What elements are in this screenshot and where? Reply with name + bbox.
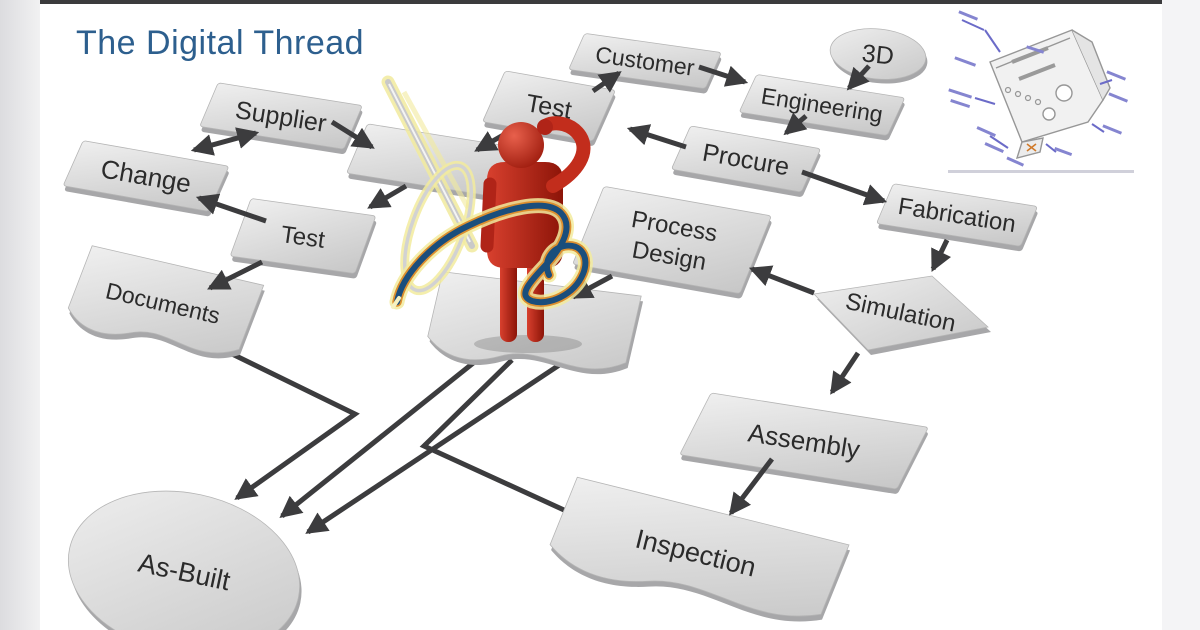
node-change: Change xyxy=(63,140,229,217)
flow-arrow-customer-engineering xyxy=(698,64,749,87)
flow-arrow-test-customer xyxy=(591,70,622,94)
flow-arrow-3d-engineering xyxy=(846,64,871,91)
node-procure: Procure xyxy=(671,125,821,197)
flow-arrow-processdesign-platform xyxy=(570,273,614,300)
cad-caption xyxy=(948,170,1134,173)
flow-arrow-procure-test xyxy=(626,124,687,150)
node-process-design: Process Design xyxy=(573,186,772,299)
node-test-lower: Test xyxy=(230,198,377,279)
cad-drawing xyxy=(948,10,1134,173)
flow-line-platform-inspection xyxy=(419,358,566,513)
cad-dimension-annotations xyxy=(948,10,1129,167)
flow-arrow-simulation-assembly xyxy=(829,351,861,395)
node-simulation: Simulation xyxy=(813,275,991,355)
arrows-over xyxy=(190,64,952,516)
flow-arrow-platform-asbuilt xyxy=(279,350,489,519)
node-inspection: Inspection xyxy=(549,476,851,622)
node-engineering: Engineering xyxy=(739,74,905,141)
node-fabrication: Fabrication xyxy=(876,183,1038,252)
flow-arrow-simulation-processdesign xyxy=(748,265,815,296)
flow-arrow-assembly-inspection xyxy=(729,457,774,516)
top-border xyxy=(40,0,1162,4)
flow-arrow-supplier-center xyxy=(330,119,375,150)
flow-arrow-procure-fabrication xyxy=(801,169,888,206)
flow-arrow-testlower-change xyxy=(195,193,267,224)
page-title: The Digital Thread xyxy=(76,24,365,62)
flow-arrow-change-supplier xyxy=(190,127,260,156)
node-as-built: As-Built xyxy=(67,490,302,630)
flow-arrow-testlower-documents xyxy=(207,259,264,291)
node-test-lower-label: Test xyxy=(279,221,327,254)
flow-arrow-fabrication-simulation xyxy=(930,238,952,272)
left-margin xyxy=(0,0,40,630)
node-3d: 3D xyxy=(829,28,928,84)
node-supplier: Supplier xyxy=(200,82,363,155)
node-assembly: Assembly xyxy=(680,392,928,494)
node-documents: Documents xyxy=(67,245,265,359)
flow-arrow-center-test-lower xyxy=(367,183,408,210)
flow-arrow-documents-asbuilt xyxy=(226,349,360,501)
right-margin xyxy=(1162,0,1200,630)
person-figure xyxy=(474,116,591,353)
flow-arrow-engineering-procure xyxy=(783,112,808,136)
thread-icon xyxy=(389,198,593,310)
